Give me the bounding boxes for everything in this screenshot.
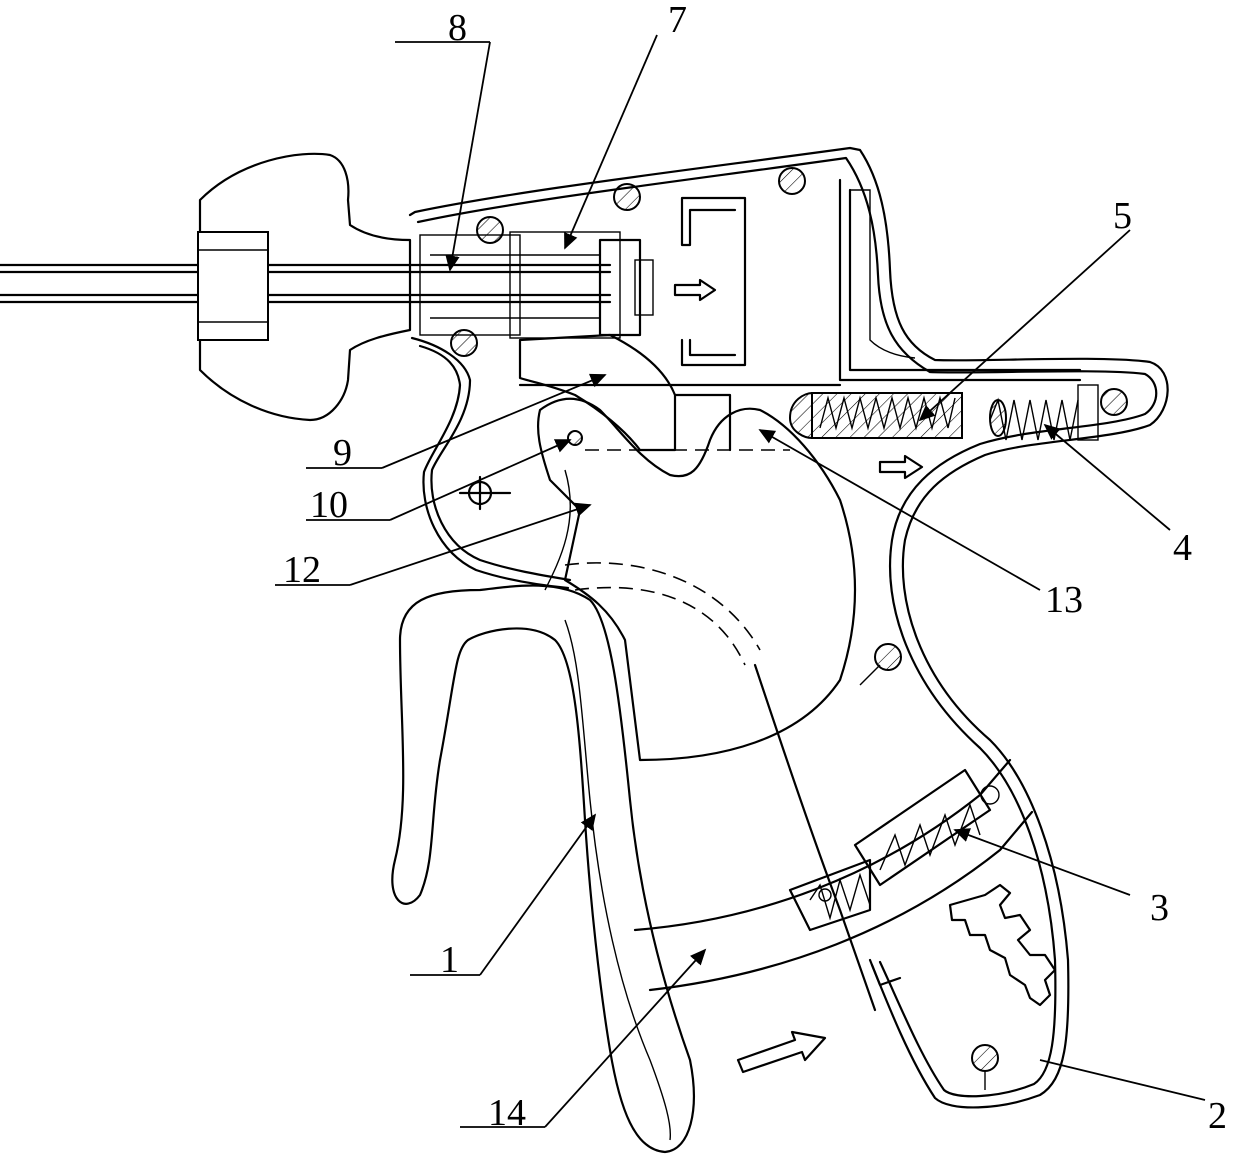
- label-1: 1: [440, 939, 459, 981]
- trigger: [392, 586, 694, 1152]
- label-2: 2: [1208, 1095, 1227, 1137]
- trigger-sector: [538, 399, 855, 760]
- shaft: [0, 265, 610, 302]
- dashed-lines: [565, 450, 790, 665]
- front-knob: [198, 154, 410, 420]
- label-9: 9: [333, 432, 352, 474]
- slider-block: [520, 335, 730, 450]
- label-3: 3: [1150, 887, 1169, 929]
- collet-assembly: [420, 232, 653, 338]
- key-part: [950, 885, 1055, 1005]
- label-8: 8: [448, 7, 467, 49]
- rivets: [451, 168, 1127, 1090]
- arc-rack: [635, 665, 1032, 1010]
- label-5: 5: [1113, 195, 1132, 237]
- label-14: 14: [488, 1092, 526, 1134]
- bracket: [675, 198, 745, 365]
- label-7: 7: [668, 0, 687, 41]
- label-13: 13: [1045, 579, 1083, 621]
- label-10: 10: [310, 484, 348, 526]
- label-12: 12: [283, 549, 321, 591]
- label-4: 4: [1173, 527, 1192, 569]
